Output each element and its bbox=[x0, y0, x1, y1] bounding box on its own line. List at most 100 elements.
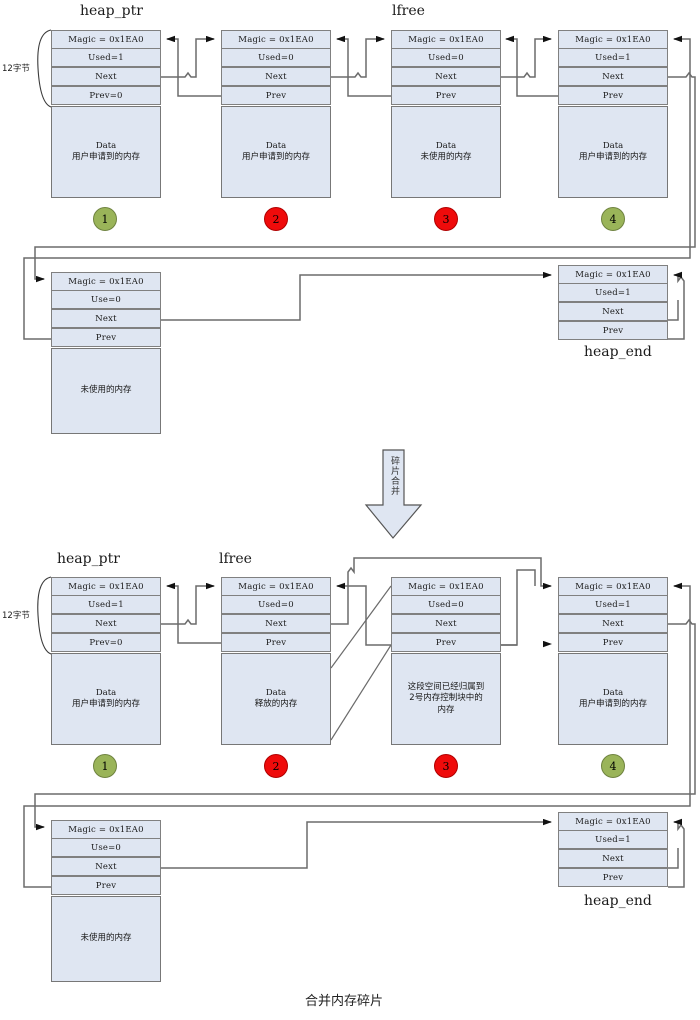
label-heap-ptr-bottom: heap_ptr bbox=[57, 551, 120, 567]
block-number-3-bottom: 3 bbox=[434, 754, 458, 778]
data-label: Data bbox=[95, 687, 117, 698]
label-heap-end-bottom: heap_end bbox=[584, 893, 652, 909]
block-number-1-bottom: 1 bbox=[93, 754, 117, 778]
field-next: Next bbox=[558, 614, 668, 633]
field-prev: Prev bbox=[558, 633, 668, 652]
figure-caption: 合并内存碎片 bbox=[305, 994, 384, 1009]
field-used: Used=1 bbox=[558, 48, 668, 67]
block-number-4-bottom: 4 bbox=[601, 754, 625, 778]
memory-block-4-top[interactable]: Magic = 0x1EA0 Used=1 Next Prev Data 用户申… bbox=[558, 30, 668, 198]
field-next: Next bbox=[558, 849, 668, 868]
field-data: 未使用的内存 bbox=[51, 348, 161, 434]
field-magic: Magic = 0x1EA0 bbox=[558, 812, 668, 831]
block-number-2-top: 2 bbox=[264, 207, 288, 231]
data-desc: 未使用的内存 bbox=[80, 933, 132, 944]
field-prev: Prev bbox=[391, 633, 501, 652]
data-label: Data bbox=[602, 687, 624, 698]
data-label: Data bbox=[435, 140, 457, 151]
free-memory-block-top[interactable]: Magic = 0x1EA0 Use=0 Next Prev 未使用的内存 bbox=[51, 272, 161, 434]
memory-block-2-top[interactable]: Magic = 0x1EA0 Used=0 Next Prev Data 用户申… bbox=[221, 30, 331, 198]
field-data: Data 用户申请到的内存 bbox=[558, 653, 668, 745]
field-next: Next bbox=[51, 67, 161, 86]
field-used: Use=0 bbox=[51, 290, 161, 309]
data-label: Data bbox=[602, 140, 624, 151]
field-magic: Magic = 0x1EA0 bbox=[221, 30, 331, 49]
field-data: 未使用的内存 bbox=[51, 896, 161, 982]
field-used: Used=1 bbox=[558, 283, 668, 302]
field-magic: Magic = 0x1EA0 bbox=[51, 577, 161, 596]
data-label: Data bbox=[265, 687, 287, 698]
field-data: 这段空间已经归属到 2号内存控制块中的 内存 bbox=[391, 653, 501, 745]
field-magic: Magic = 0x1EA0 bbox=[391, 577, 501, 596]
memory-block-3-bottom[interactable]: Magic = 0x1EA0 Used=0 Next Prev 这段空间已经归属… bbox=[391, 577, 501, 745]
field-data: Data 释放的内存 bbox=[221, 653, 331, 745]
field-prev: Prev bbox=[558, 321, 668, 340]
field-next: Next bbox=[51, 614, 161, 633]
field-magic: Magic = 0x1EA0 bbox=[558, 577, 668, 596]
block-number-2-bottom: 2 bbox=[264, 754, 288, 778]
field-data: Data 用户申请到的内存 bbox=[558, 106, 668, 198]
field-data: Data 用户申请到的内存 bbox=[221, 106, 331, 198]
memory-block-1-top[interactable]: Magic = 0x1EA0 Used=1 Next Prev=0 Data 用… bbox=[51, 30, 161, 198]
field-used: Use=0 bbox=[51, 838, 161, 857]
data-desc-line1: 这段空间已经归属到 bbox=[407, 681, 485, 692]
block-number-1-top: 1 bbox=[93, 207, 117, 231]
field-next: Next bbox=[558, 67, 668, 86]
label-heap-ptr-top: heap_ptr bbox=[80, 3, 143, 19]
field-next: Next bbox=[51, 857, 161, 876]
heap-end-block-top[interactable]: Magic = 0x1EA0 Used=1 Next Prev bbox=[558, 265, 668, 341]
field-used: Used=1 bbox=[558, 830, 668, 849]
field-magic: Magic = 0x1EA0 bbox=[51, 30, 161, 49]
arrow-merge-label: 碎片合并 bbox=[389, 456, 399, 496]
field-magic: Magic = 0x1EA0 bbox=[221, 577, 331, 596]
field-next: Next bbox=[391, 614, 501, 633]
data-desc: 用户申请到的内存 bbox=[241, 152, 310, 162]
field-magic: Magic = 0x1EA0 bbox=[391, 30, 501, 49]
label-lfree-bottom: lfree bbox=[219, 551, 252, 567]
label-lfree-top: lfree bbox=[392, 3, 425, 19]
heap-end-block-bottom[interactable]: Magic = 0x1EA0 Used=1 Next Prev bbox=[558, 812, 668, 888]
data-desc-line3: 内存 bbox=[437, 704, 455, 715]
field-next: Next bbox=[51, 309, 161, 328]
memory-block-2-bottom[interactable]: Magic = 0x1EA0 Used=0 Next Prev Data 释放的… bbox=[221, 577, 331, 745]
field-used: Used=0 bbox=[221, 48, 331, 67]
field-magic: Magic = 0x1EA0 bbox=[558, 265, 668, 284]
field-prev: Prev bbox=[51, 876, 161, 895]
field-magic: Magic = 0x1EA0 bbox=[51, 820, 161, 839]
field-next: Next bbox=[221, 614, 331, 633]
field-prev: Prev bbox=[558, 868, 668, 887]
block-number-3-top: 3 bbox=[434, 207, 458, 231]
label-12-bytes-bottom: 12字节 bbox=[2, 611, 30, 621]
free-memory-block-bottom[interactable]: Magic = 0x1EA0 Use=0 Next Prev 未使用的内存 bbox=[51, 820, 161, 982]
field-next: Next bbox=[221, 67, 331, 86]
field-next: Next bbox=[558, 302, 668, 321]
data-desc-line2: 2号内存控制块中的 bbox=[409, 693, 483, 704]
field-data: Data 未使用的内存 bbox=[391, 106, 501, 198]
memory-block-4-bottom[interactable]: Magic = 0x1EA0 Used=1 Next Prev Data 用户申… bbox=[558, 577, 668, 745]
field-data: Data 用户申请到的内存 bbox=[51, 106, 161, 198]
field-magic: Magic = 0x1EA0 bbox=[558, 30, 668, 49]
memory-block-1-bottom[interactable]: Magic = 0x1EA0 Used=1 Next Prev=0 Data 用… bbox=[51, 577, 161, 745]
field-prev: Prev=0 bbox=[51, 633, 161, 652]
field-used: Used=0 bbox=[221, 595, 331, 614]
field-used: Used=0 bbox=[391, 48, 501, 67]
memory-block-3-top[interactable]: Magic = 0x1EA0 Used=0 Next Prev Data 未使用… bbox=[391, 30, 501, 198]
field-prev: Prev bbox=[221, 86, 331, 105]
field-data: Data 用户申请到的内存 bbox=[51, 653, 161, 745]
data-desc: 释放的内存 bbox=[254, 699, 298, 709]
field-used: Used=1 bbox=[51, 595, 161, 614]
field-prev: Prev bbox=[391, 86, 501, 105]
block-number-4-top: 4 bbox=[601, 207, 625, 231]
field-magic: Magic = 0x1EA0 bbox=[51, 272, 161, 291]
field-used: Used=1 bbox=[558, 595, 668, 614]
data-desc: 用户申请到的内存 bbox=[71, 152, 140, 162]
field-prev: Prev bbox=[221, 633, 331, 652]
field-next: Next bbox=[391, 67, 501, 86]
field-prev: Prev=0 bbox=[51, 86, 161, 105]
field-prev: Prev bbox=[51, 328, 161, 347]
data-desc: 用户申请到的内存 bbox=[71, 699, 140, 709]
field-used: Used=1 bbox=[51, 48, 161, 67]
label-12-bytes-top: 12字节 bbox=[2, 64, 30, 74]
